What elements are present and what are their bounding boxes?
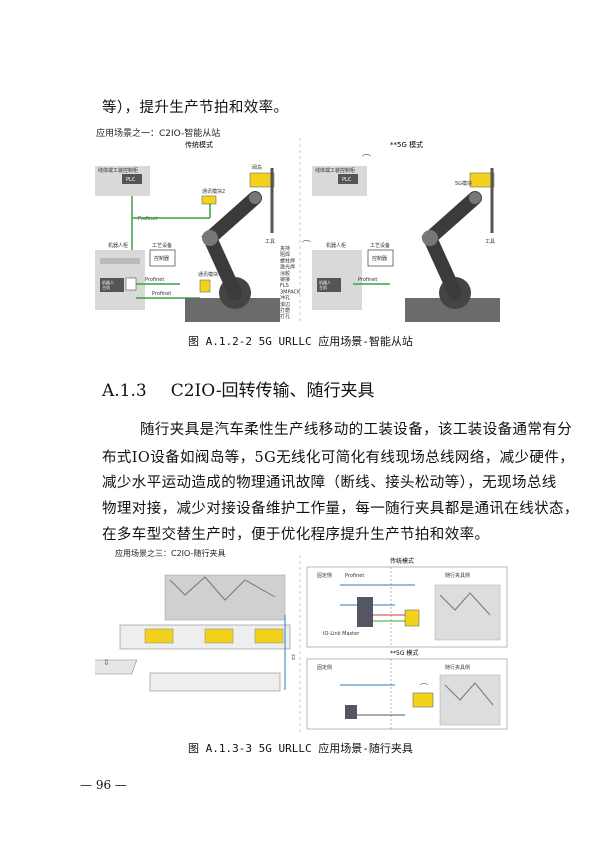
svg-text:机器人柜: 机器人柜 [326, 242, 346, 249]
wifi-icon-robot: ⌒ [302, 240, 311, 251]
section-title: C2IO-回转传输、随行夹具 [170, 381, 375, 401]
section-number: A.1.3 [102, 381, 147, 401]
svg-text:PLC: PLC [126, 177, 136, 183]
io-signal-item: 打磨 [280, 307, 290, 314]
svg-text:⇕: ⇕ [103, 658, 110, 667]
io-signal-item: 打孔 [280, 313, 290, 320]
io-signal-item: FLS [280, 283, 289, 289]
svg-text:Profinet: Profinet [138, 216, 157, 222]
section-heading: A.1.3 C2IO-回转传输、随行夹具 [102, 376, 375, 401]
svg-text:Profinet: Profinet [145, 277, 164, 283]
comm-module-1 [199, 279, 211, 293]
figure1-diagram: 传统模式 **5G 模式 线体或工装控制柜 PLC Profinet 机器人柜 … [95, 138, 500, 324]
svg-text:阀岛: 阀岛 [252, 164, 262, 171]
figure1-scene-label: 应用场景之一：C2IO-智能从站 [96, 129, 221, 139]
svg-text:固定侧: 固定侧 [317, 664, 332, 671]
comm-module-2 [201, 195, 217, 205]
io-signal-item: 夹持 [280, 245, 290, 252]
io-signal-item: 阻焊 [280, 251, 290, 258]
io-signal-item: 冲孔 [280, 295, 290, 302]
svg-text:工艺设备: 工艺设备 [152, 242, 172, 249]
svg-text:工具: 工具 [265, 239, 275, 245]
svg-text:机器人柜: 机器人柜 [108, 242, 128, 249]
conveyor-illustration: ⇕ ⇕ [95, 574, 297, 692]
svg-text:主机: 主机 [319, 284, 327, 290]
para-line-4: 物理对接，减少对接设备维护工作量，每一随行夹具都是通讯在线状态， [102, 501, 579, 517]
svg-text:⇕: ⇕ [290, 653, 297, 662]
figure2-diagram: ⇕ ⇕ 传统模式 固定侧 随行夹具侧 Profinet IO-Link Mast… [95, 555, 508, 733]
io-signal-item: 3MPACK [280, 289, 301, 295]
wifi-icon-plc: ⌒ [362, 154, 371, 165]
svg-text:⌒: ⌒ [420, 683, 428, 692]
para-line-1: 随行夹具是汽车柔性生产线移动的工装设备，该工装设备通常有分 [140, 422, 573, 438]
io-link-master-box [357, 597, 373, 627]
svg-text:线体或工装控制柜: 线体或工装控制柜 [98, 167, 138, 174]
fiveg-module-fixture [412, 692, 434, 708]
svg-text:机器人: 机器人 [102, 279, 114, 285]
svg-text:控制器: 控制器 [372, 255, 387, 262]
svg-text:IO-Link Master: IO-Link Master [323, 631, 360, 637]
robot-arm-left [201, 191, 262, 300]
svg-text:随行夹具侧: 随行夹具侧 [445, 572, 470, 579]
para-line-5: 在多车型交替生产时，便于优化程序提升生产节拍和效率。 [102, 527, 490, 543]
plc-box-left [122, 174, 142, 184]
io-signal-item: 激光焊 [280, 264, 295, 271]
controller-left [149, 249, 176, 267]
svg-text:Profinet: Profinet [152, 291, 171, 297]
svg-text:PLC: PLC [342, 177, 352, 183]
svg-text:工艺设备: 工艺设备 [370, 242, 390, 249]
para-line-3: 减少水平运动造成的物理通讯故障（断线、接头松动等），无现场总线 [102, 475, 557, 491]
svg-text:固定侧: 固定侧 [317, 572, 332, 579]
valve-island-left [249, 172, 275, 188]
svg-text:主机: 主机 [102, 284, 110, 290]
figure1-caption: 图 A.1.2-2 5G URLLC 应用场景-智能从站 [188, 335, 413, 348]
svg-text:Profinet: Profinet [358, 277, 377, 283]
fiveg-module [469, 172, 495, 188]
io-signal-item: 螺柱焊 [280, 257, 295, 264]
svg-text:通讯模块2: 通讯模块2 [202, 188, 225, 195]
svg-text:随行夹具侧: 随行夹具侧 [445, 664, 470, 671]
svg-text:机器人: 机器人 [319, 279, 331, 285]
para-line-2: 布式IO设备如阀岛等，5G无线化可简化有线现场总线网络，减少硬件， [102, 450, 575, 466]
svg-text:线体或工装控制柜: 线体或工装控制柜 [315, 167, 355, 174]
figure1-right-title: **5G 模式 [390, 140, 423, 149]
page-number: — 96 — [80, 778, 127, 792]
svg-text:通讯模块1: 通讯模块1 [198, 271, 221, 278]
figure2-caption: 图 A.1.3-3 5G URLLC 应用场景-随行夹具 [188, 742, 413, 755]
svg-text:5G模块: 5G模块 [455, 180, 472, 187]
io-signal-item: 涂胶 [280, 270, 290, 277]
continued-paragraph-end: 等），提升生产节拍和效率。 [102, 100, 289, 116]
svg-text:控制器: 控制器 [154, 255, 169, 262]
io-signal-item: 滚边 [280, 301, 290, 308]
figure2-top-title: 传统模式 [390, 557, 414, 565]
figure1-left-title: 传统模式 [185, 140, 213, 149]
figure2-scene-label: 应用场景之三：C2IO-随行夹具 [115, 549, 226, 558]
figure2-bottom-title: **5G 模式 [390, 649, 418, 657]
svg-text:工具: 工具 [485, 239, 495, 245]
io-signal-item: 铆接 [280, 276, 290, 283]
robot-arm-right [421, 191, 482, 300]
svg-text:Profinet: Profinet [345, 573, 364, 579]
